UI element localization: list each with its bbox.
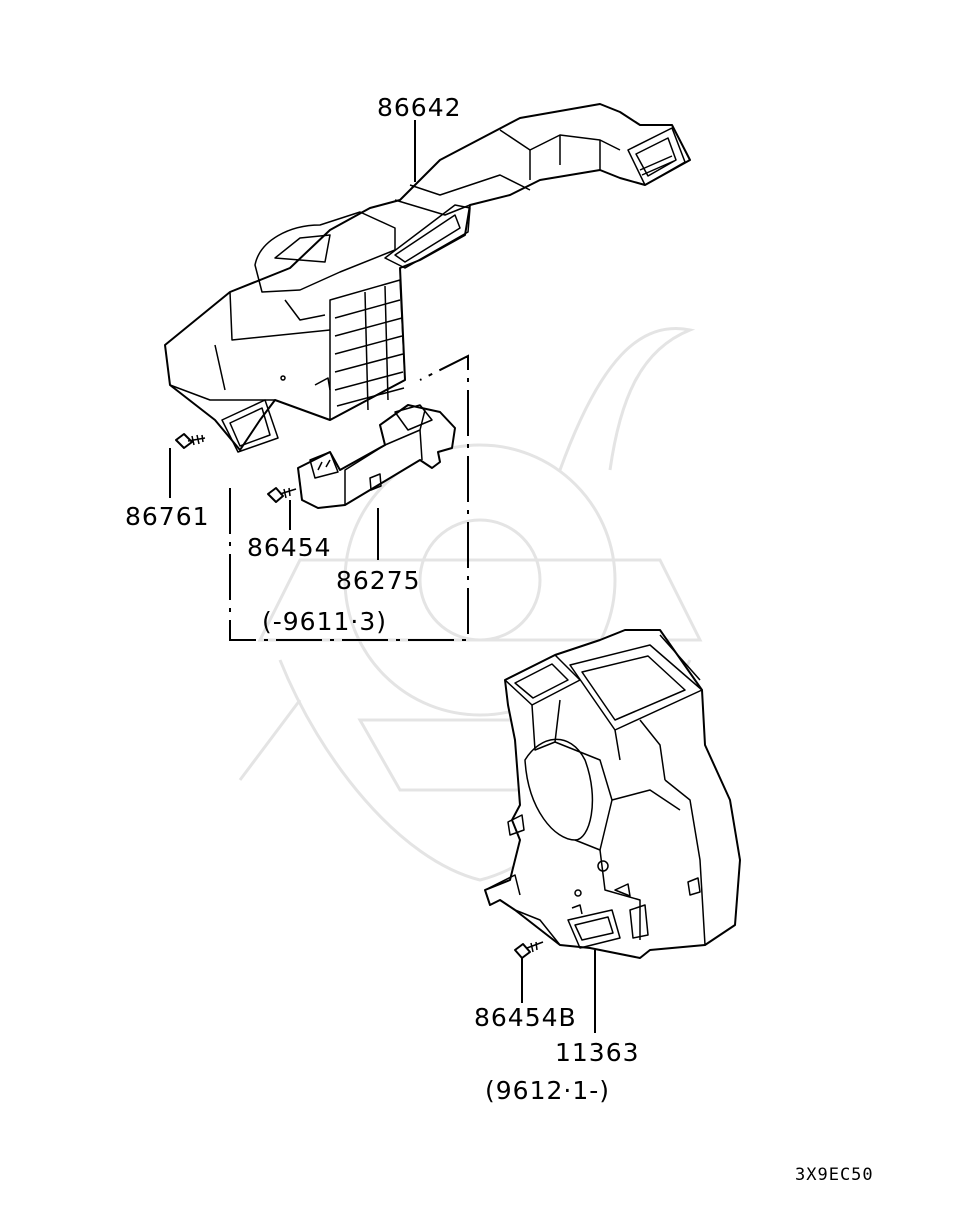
label-86454: 86454: [247, 533, 332, 562]
label-range-upper: (-9611·3): [262, 607, 387, 636]
leader-lines: [169, 120, 596, 1033]
diagram-code: 3X9EC50: [795, 1165, 874, 1185]
duct-86642: [164, 103, 691, 453]
label-86454b: 86454B: [474, 1003, 577, 1032]
bracket-86275: [297, 404, 456, 509]
screw-icon: [267, 487, 297, 503]
screw-icon: [514, 941, 544, 959]
label-86275: 86275: [336, 566, 421, 595]
label-86761: 86761: [125, 502, 210, 531]
case-11363: [484, 629, 741, 959]
label-11363: 11363: [555, 1038, 640, 1067]
label-86642: 86642: [377, 93, 462, 122]
dashed-group-box: [229, 354, 469, 641]
label-range-lower: (9612·1-): [485, 1076, 610, 1105]
screw-icon: [175, 433, 206, 449]
